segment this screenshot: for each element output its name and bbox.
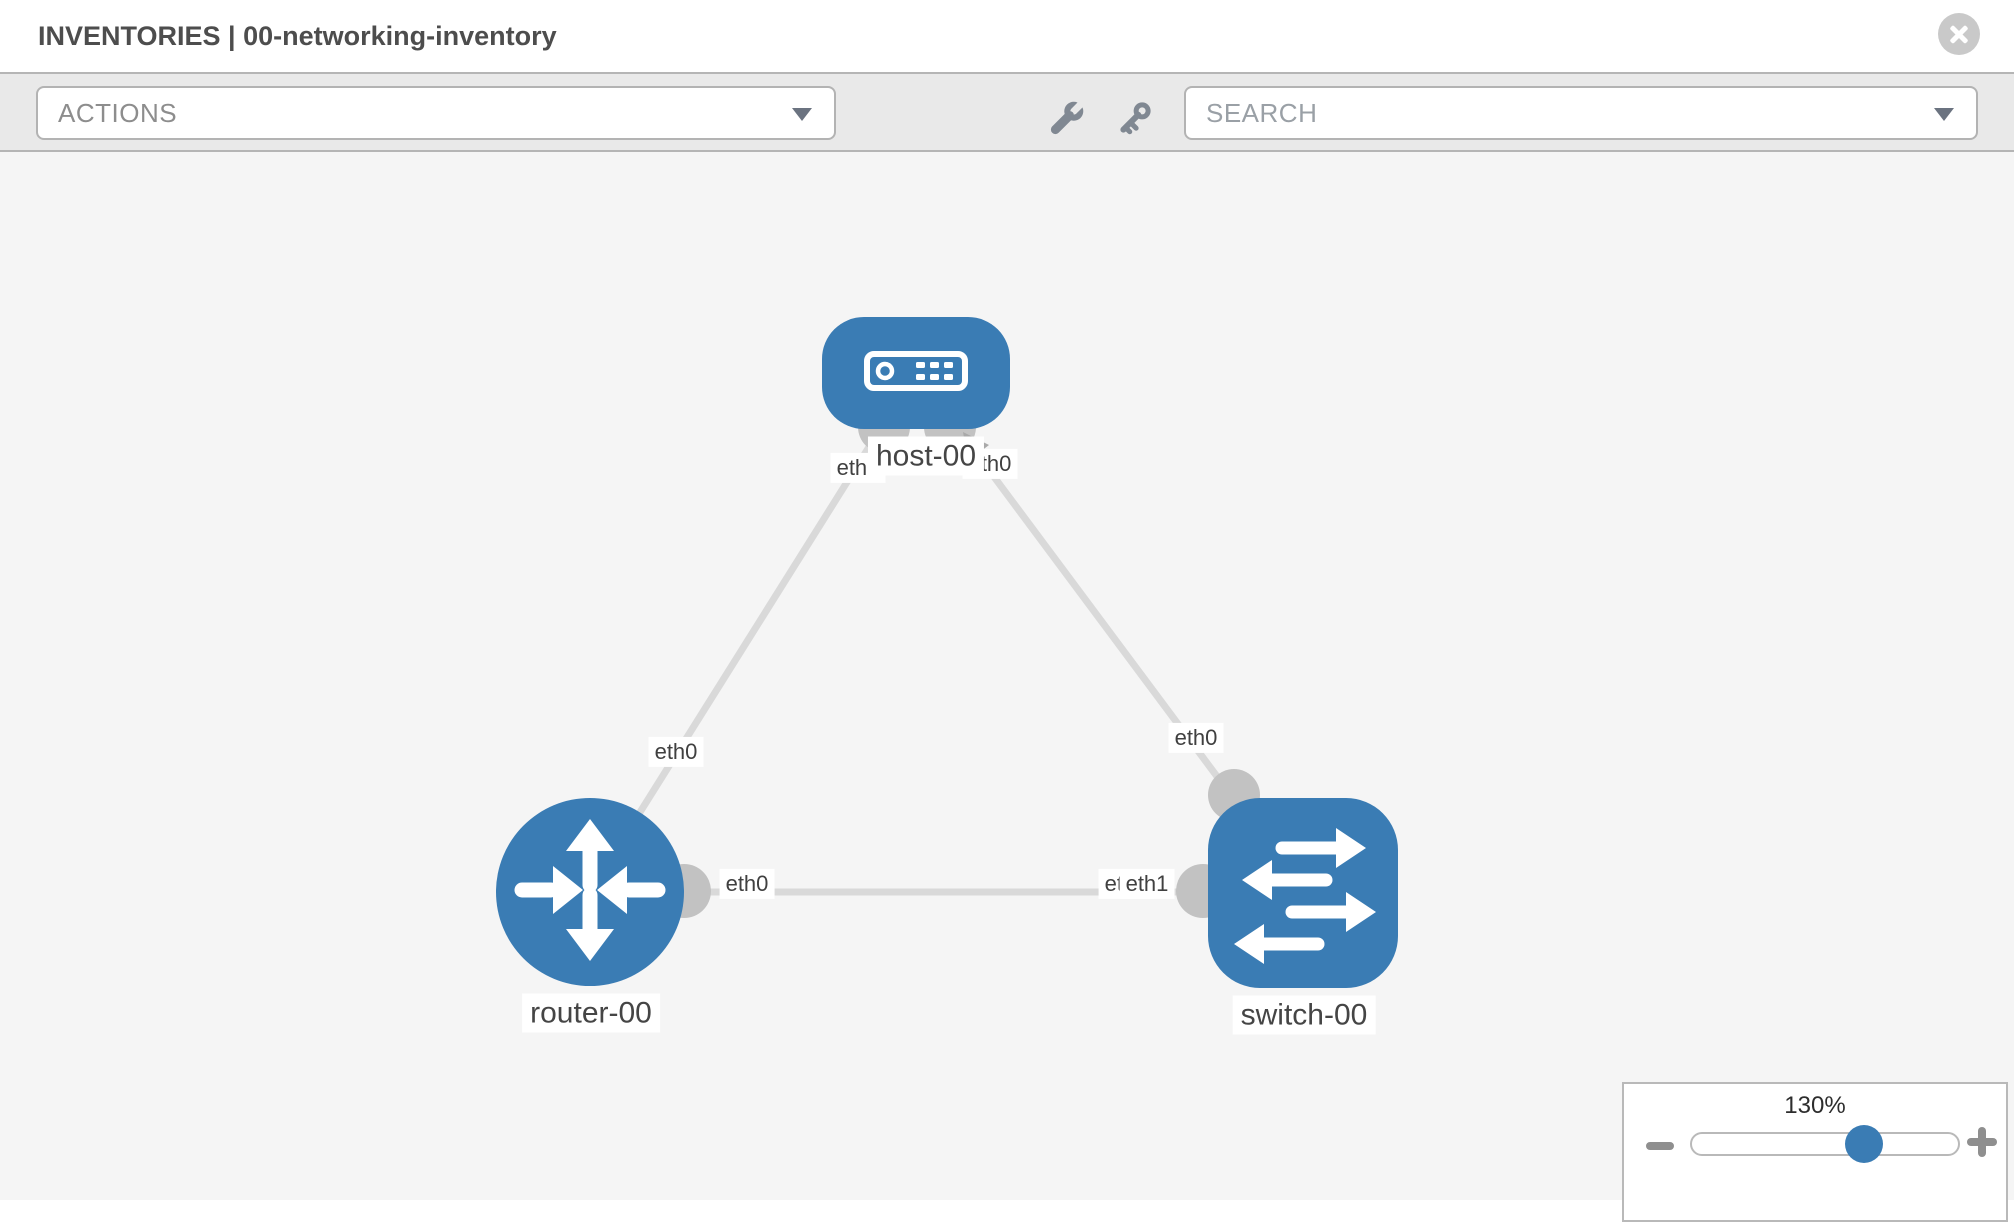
- search-input[interactable]: [1186, 88, 1936, 138]
- node-host-00[interactable]: [822, 317, 1010, 429]
- toolbar: ACTIONS: [0, 72, 2014, 152]
- interface-label: eth1: [1119, 868, 1175, 900]
- wrench-icon: [1046, 99, 1086, 142]
- node-label-host-00: host-00: [867, 436, 985, 476]
- server-icon: [864, 350, 968, 396]
- tools-button[interactable]: [1044, 98, 1088, 142]
- chevron-down-icon: [1934, 108, 1954, 121]
- search-dropdown[interactable]: [1184, 86, 1978, 140]
- node-label-switch-00: switch-00: [1232, 995, 1376, 1035]
- page-title: INVENTORIES | 00-networking-inventory: [38, 21, 557, 51]
- credentials-button[interactable]: [1112, 98, 1156, 142]
- actions-dropdown-label: ACTIONS: [58, 98, 178, 128]
- plus-icon: [1978, 1127, 1986, 1157]
- chevron-down-icon: [792, 108, 812, 121]
- switch-arrows-icon: [1208, 796, 1398, 991]
- key-icon: [1114, 101, 1154, 142]
- zoom-panel: 130%: [1622, 1082, 2008, 1222]
- node-label-router-00: router-00: [522, 993, 660, 1033]
- zoom-level: 130%: [1784, 1092, 1846, 1119]
- interface-label: eth0: [648, 736, 704, 768]
- minus-icon: [1646, 1142, 1674, 1150]
- interface-label: eth0: [1168, 722, 1224, 754]
- zoom-slider-track[interactable]: [1690, 1132, 1960, 1156]
- header: INVENTORIES | 00-networking-inventory: [0, 0, 2014, 72]
- router-arrows-icon: [495, 795, 685, 990]
- topology-canvas[interactable]: eth0 eth0 eth0 eth0 eth0 eth0 eth1 host-…: [0, 152, 2014, 1200]
- node-switch-00[interactable]: [1208, 798, 1398, 988]
- interface-label: eth0: [719, 868, 775, 900]
- zoom-slider-thumb[interactable]: [1845, 1125, 1883, 1163]
- zoom-in-button[interactable]: [1964, 1124, 2000, 1160]
- actions-dropdown[interactable]: ACTIONS: [36, 86, 836, 140]
- close-icon: [1938, 13, 1980, 55]
- zoom-out-button[interactable]: [1642, 1128, 1678, 1164]
- close-button[interactable]: [1938, 13, 1980, 55]
- node-router-00[interactable]: [496, 798, 684, 986]
- links-layer: [587, 369, 1306, 918]
